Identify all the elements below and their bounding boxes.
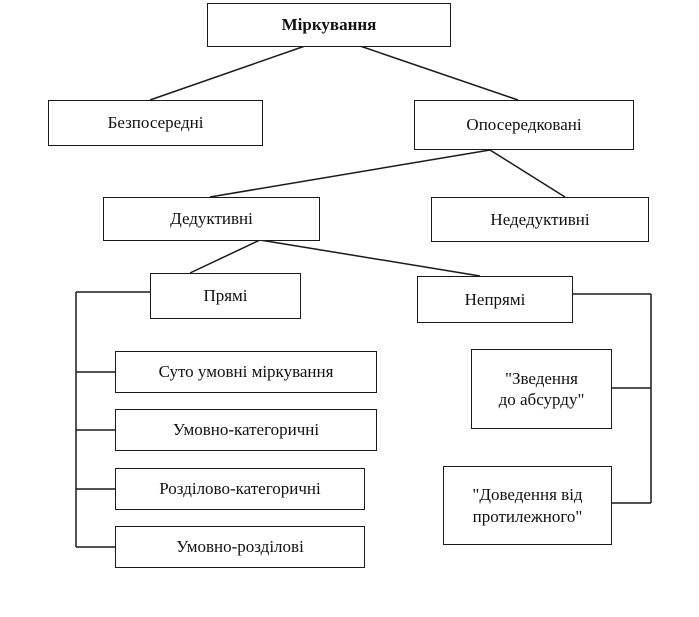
edge-deductive-to-indirect: [259, 239, 481, 277]
direct-type-purely-conditional: Суто умовні міркування: [115, 351, 377, 393]
edge-mediated-to-nondeductive: [489, 149, 566, 198]
indirect-node: Непрямі: [417, 276, 573, 323]
root-node: Міркування: [207, 3, 451, 47]
direct-type-conditional-categorical: Умовно-категоричні: [115, 409, 377, 451]
edge-mediated-to-deductive: [209, 149, 491, 198]
deductive-node: Дедуктивні: [103, 197, 320, 241]
indirect-type-proof-by-contradiction: "Доведення від протилежного": [443, 466, 612, 545]
mediated-reasoning-node: Опосередковані: [414, 100, 634, 150]
edge-root-to-immediate: [149, 45, 306, 101]
direct-type-conditional-disjunctive: Умовно-розділові: [115, 526, 365, 568]
edge-deductive-to-direct: [189, 239, 261, 274]
edge-root-to-mediated: [359, 45, 519, 101]
indirect-type-reductio-ad-absurdum: "Зведення до абсурду": [471, 349, 612, 429]
nondeductive-node: Недедуктивні: [431, 197, 649, 242]
direct-node: Прямі: [150, 273, 301, 319]
direct-type-disjunctive-categorical: Розділово-категоричні: [115, 468, 365, 510]
immediate-reasoning-node: Безпосередні: [48, 100, 263, 146]
